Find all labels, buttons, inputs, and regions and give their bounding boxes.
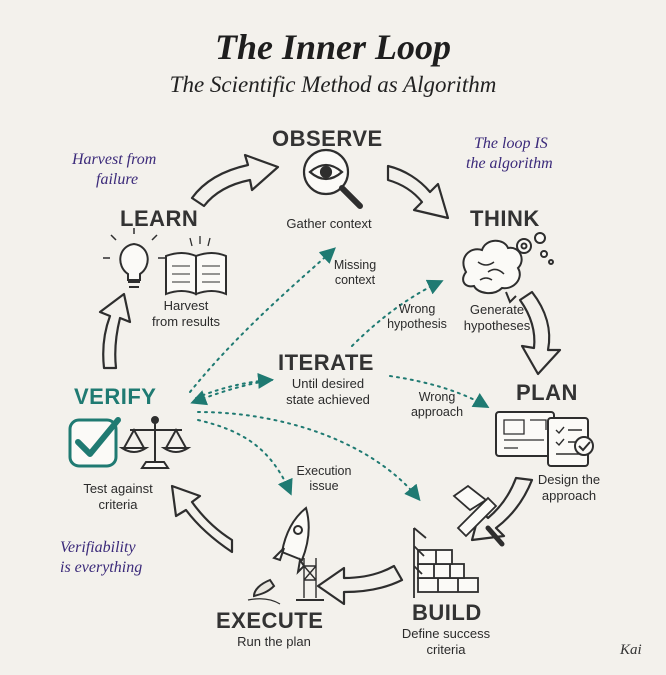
open-book-icon bbox=[165, 236, 227, 296]
step-think-desc-line1: Generate bbox=[469, 302, 525, 317]
step-verify-desc-line1: Test against bbox=[83, 481, 153, 496]
scales-icon bbox=[118, 416, 192, 469]
bricks-hammer-icon bbox=[413, 484, 505, 598]
dotted-arrow-to-think bbox=[351, 279, 444, 347]
edge-wrong-approach-line2: approach bbox=[410, 405, 464, 419]
blueprint-checklist-icon bbox=[495, 411, 594, 467]
step-learn-desc-line2: from results bbox=[152, 314, 220, 329]
step-execute-desc: Run the plan bbox=[237, 634, 311, 649]
step-iterate-desc-line1: Until desired bbox=[291, 376, 365, 391]
step-plan-label: PLAN bbox=[516, 380, 578, 405]
step-build-desc-line2: criteria bbox=[426, 642, 466, 657]
arrow-verify-to-learn bbox=[98, 292, 132, 370]
step-think-label: THINK bbox=[470, 206, 540, 231]
dotted-arrow-to-plan bbox=[389, 375, 490, 409]
step-iterate-desc-line2: state achieved bbox=[286, 392, 370, 407]
step-build-desc-line1: Define success bbox=[401, 626, 491, 641]
arrow-build-to-execute bbox=[316, 564, 404, 606]
step-verify-desc-line2: criteria bbox=[98, 497, 138, 512]
edge-missing-line1: Missing bbox=[333, 258, 377, 272]
step-learn-desc-line1: Harvest bbox=[163, 298, 209, 313]
note-verifiability-line1: Verifiability bbox=[60, 539, 136, 556]
dotted-arrow-iterate-to-verify bbox=[190, 379, 273, 406]
page-subtitle: The Scientific Method as Algorithm bbox=[169, 72, 497, 97]
note-harvest-line2: failure bbox=[96, 171, 139, 188]
brain-gears-icon bbox=[462, 232, 554, 304]
step-observe-label: OBSERVE bbox=[272, 126, 383, 151]
step-plan-desc-line2: approach bbox=[541, 488, 597, 503]
arrow-learn-to-observe bbox=[190, 153, 280, 208]
edge-wrong-hypothesis-line2: hypothesis bbox=[387, 317, 447, 331]
arrow-think-to-plan bbox=[518, 290, 562, 376]
note-harvest-line1: Harvest from bbox=[72, 151, 157, 168]
edge-execution-line1: Execution bbox=[296, 464, 352, 478]
step-iterate-label: ITERATE bbox=[278, 350, 374, 375]
edge-missing-line2: context bbox=[334, 273, 376, 287]
dotted-arrow-to-observe bbox=[189, 247, 336, 393]
step-learn-label: LEARN bbox=[120, 206, 199, 231]
edge-wrong-approach-line1: Wrong bbox=[418, 390, 456, 404]
lightbulb-icon bbox=[103, 228, 165, 288]
step-plan-desc-line1: Design the bbox=[537, 472, 601, 487]
dotted-arrow-to-build bbox=[197, 411, 421, 502]
step-execute-label: EXECUTE bbox=[216, 608, 324, 633]
page-title: The Inner Loop bbox=[214, 27, 452, 67]
step-think-desc-line2: hypotheses bbox=[463, 318, 531, 333]
arrow-observe-to-think bbox=[386, 164, 450, 220]
arrow-execute-to-verify bbox=[170, 484, 234, 554]
note-loop-line1: The loop IS bbox=[474, 135, 548, 152]
step-build-label: BUILD bbox=[412, 600, 482, 625]
step-observe-desc: Gather context bbox=[286, 216, 372, 231]
dotted-arrow-to-execute bbox=[197, 419, 293, 496]
signature: Kai bbox=[620, 642, 642, 658]
magnifier-eye-icon bbox=[302, 148, 363, 209]
checkmark-icon bbox=[68, 417, 121, 468]
edge-execution-line2: issue bbox=[309, 479, 339, 493]
step-verify-label: VERIFY bbox=[74, 384, 157, 409]
edge-wrong-hypothesis-line1: Wrong bbox=[398, 302, 436, 316]
note-loop-line2: the algorithm bbox=[466, 155, 553, 172]
note-verifiability-line2: is everything bbox=[60, 559, 143, 576]
rocket-launch-icon bbox=[247, 506, 324, 605]
